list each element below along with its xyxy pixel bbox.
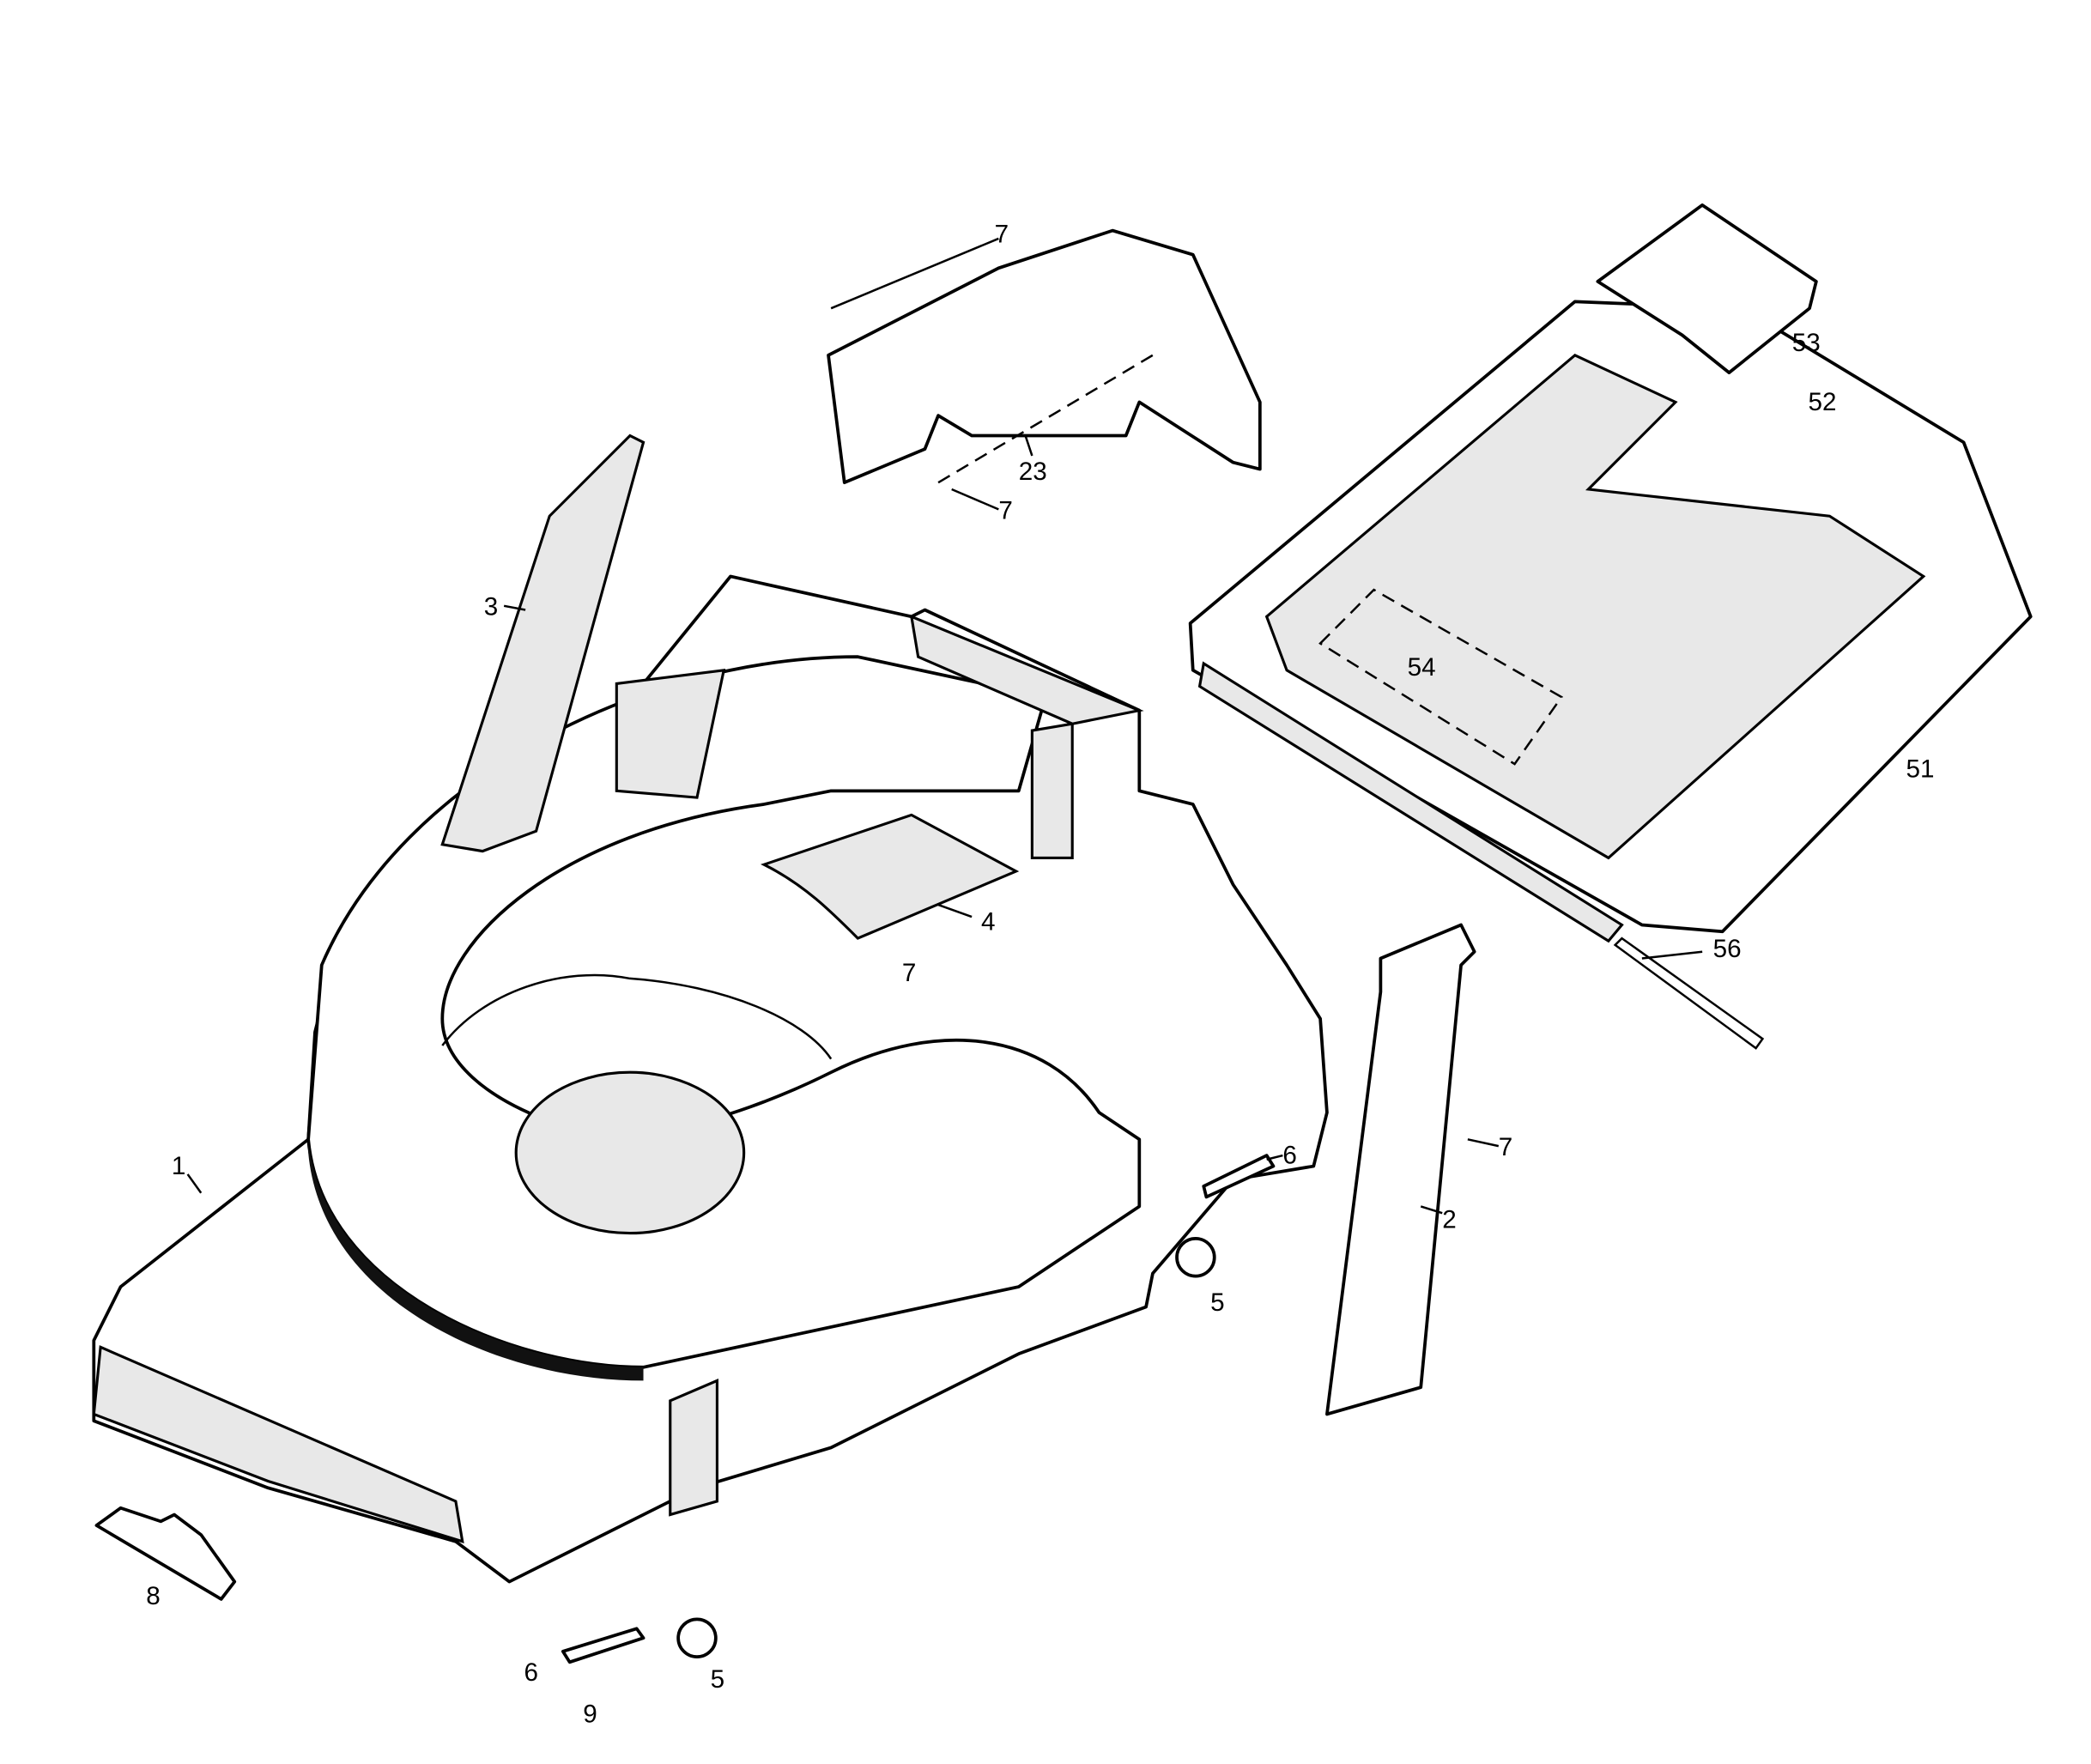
callout-51: 51 (1906, 755, 1935, 784)
bracket-part-6-right (1202, 1154, 1276, 1199)
callout-7: 7 (902, 959, 917, 987)
callout-3: 3 (484, 593, 499, 621)
callout-6: 6 (1282, 1141, 1297, 1169)
callout-56: 56 (1713, 935, 1742, 963)
callout-5: 5 (1210, 1288, 1225, 1317)
side-rail-part-2 (1325, 923, 1476, 1416)
hinge-rod-part-56 (1613, 937, 1765, 1050)
callout-7: 7 (995, 221, 1009, 249)
label-part-8 (94, 1506, 237, 1601)
side-rail-part-3 (440, 433, 645, 853)
callout-52: 52 (1809, 388, 1837, 416)
hub-cap-part-5-lower (676, 1617, 718, 1658)
callout-53: 53 (1792, 329, 1821, 357)
callout-8: 8 (146, 1582, 161, 1610)
callout-7: 7 (1499, 1133, 1513, 1161)
callout-9: 9 (583, 1700, 597, 1729)
callout-2: 2 (1442, 1205, 1457, 1234)
callout-1: 1 (172, 1152, 186, 1180)
callout-54: 54 (1408, 653, 1436, 682)
callout-4: 4 (981, 908, 996, 937)
flap-part-53 (1596, 203, 1818, 374)
bracket-part-6-lower (561, 1627, 645, 1664)
callout-6: 6 (524, 1658, 539, 1687)
hub-cap-part-5-right (1175, 1236, 1216, 1278)
callout-5: 5 (711, 1665, 725, 1694)
rear-cover-part-51 (1188, 300, 2033, 943)
chute-housing-part-23 (827, 228, 1262, 485)
deck-part-1 (92, 574, 1329, 1584)
callout-7: 7 (998, 496, 1013, 524)
callout-23: 23 (1019, 458, 1047, 486)
